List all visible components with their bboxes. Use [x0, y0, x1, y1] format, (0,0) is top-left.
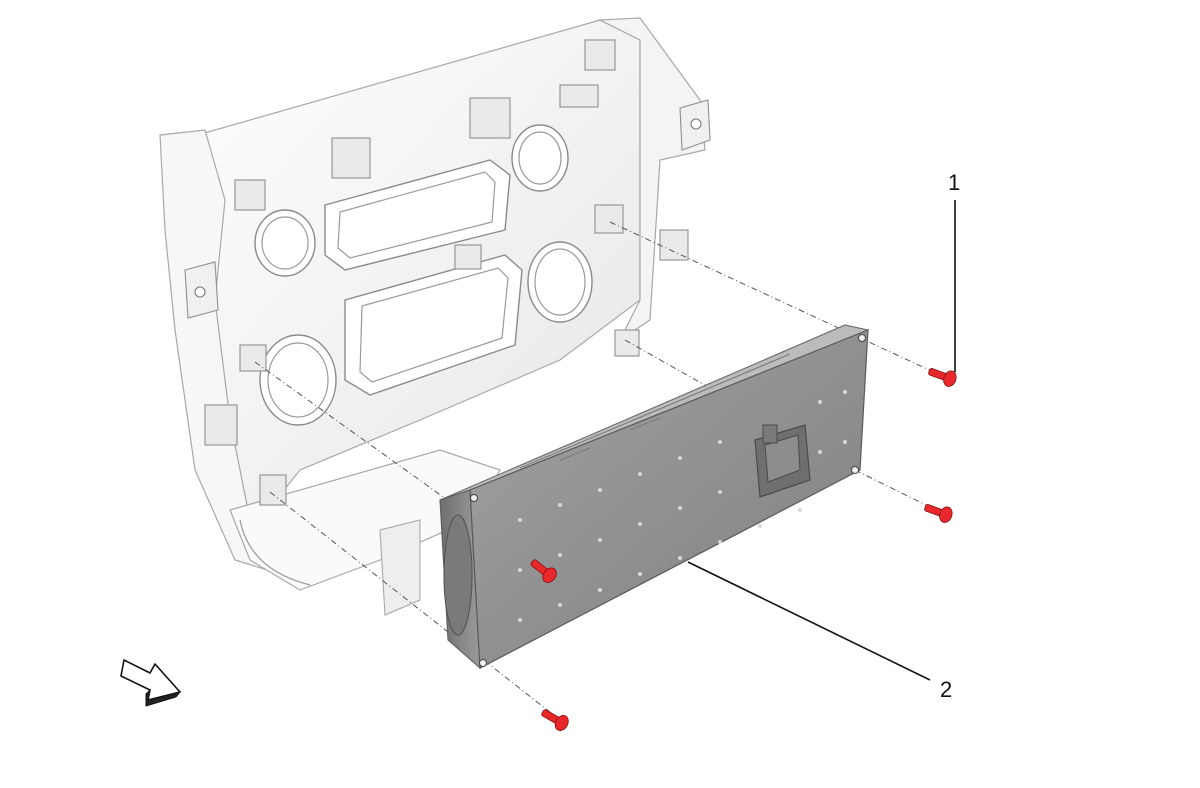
module-rivets	[518, 390, 847, 622]
fasteners	[530, 368, 957, 731]
callout-1-label: 1	[948, 170, 960, 195]
fastener-3	[530, 559, 557, 583]
mounting-ear-left	[184, 261, 219, 319]
bracket-clips	[204, 39, 689, 506]
callout-2-label: 2	[940, 677, 952, 702]
forward-arrow-icon	[120, 659, 182, 707]
upper-display-opening	[324, 159, 511, 271]
control-module	[439, 324, 870, 670]
fastener-1	[928, 368, 957, 387]
fastener-2	[924, 504, 953, 523]
mounting-ear-right	[679, 99, 711, 151]
module-mounting-holes	[470, 334, 866, 667]
mounting-bracket	[159, 17, 711, 616]
upper-round-opening-left	[254, 209, 316, 277]
callout-leaders	[687, 200, 956, 681]
fastener-4	[541, 709, 569, 731]
module-connector	[754, 424, 811, 498]
lower-round-opening-right	[527, 241, 593, 323]
upper-round-opening-right	[511, 124, 569, 192]
callout-2-leader	[687, 561, 931, 681]
lower-round-opening-left	[259, 334, 337, 426]
lower-display-opening	[344, 254, 523, 396]
